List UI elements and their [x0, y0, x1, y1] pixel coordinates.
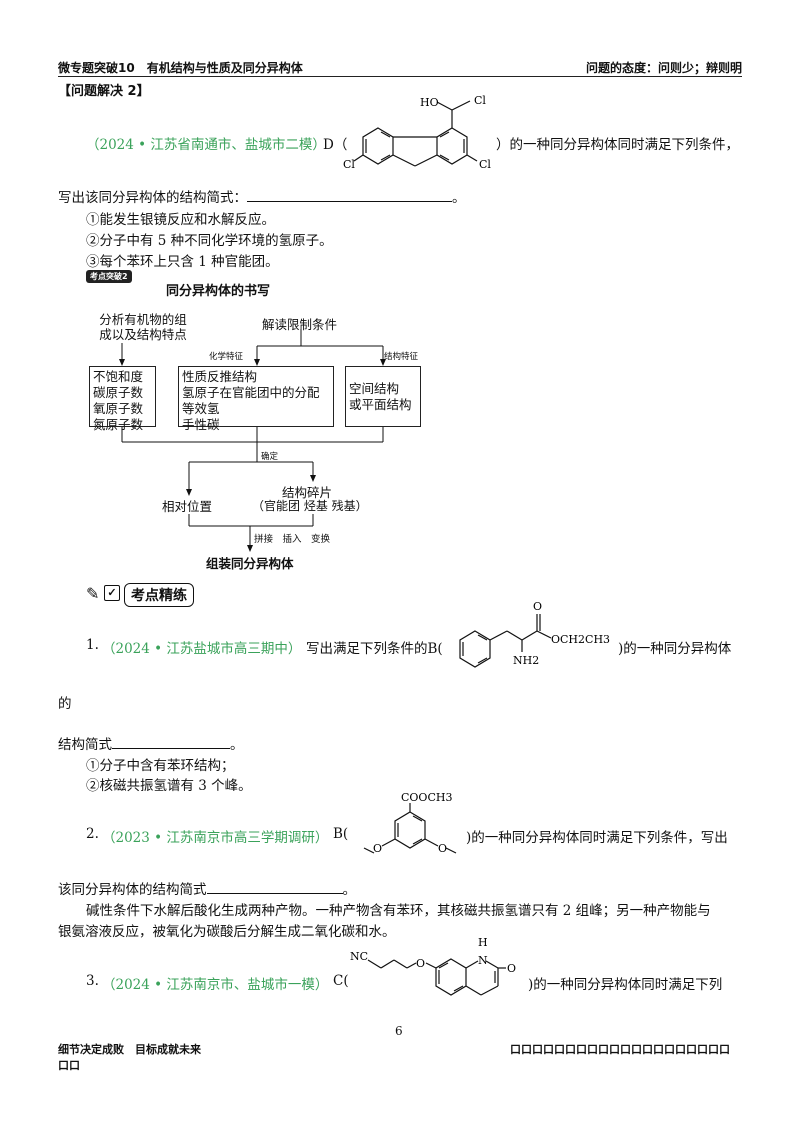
- q2-mol-top: COOCH3: [401, 791, 452, 804]
- q2-source: （2023 • 江苏南京市高三学期调研）: [102, 830, 329, 846]
- flow-fragments-detail: （官能团 烃基 残基）: [252, 499, 368, 513]
- footer-left-1: 细节决定成败 目标成就未来: [58, 1043, 201, 1056]
- q1-line2: 的: [58, 696, 72, 712]
- q1-tail: )的一种同分异构体: [618, 641, 732, 657]
- q3-mol-n: N: [478, 954, 488, 967]
- q2-mol-o-right: O: [438, 842, 447, 855]
- flow-box-left: 不饱和度碳原子数 氧原子数氮原子数: [89, 366, 156, 432]
- q2-tail: )的一种同分异构体同时满足下列条件，写出: [466, 830, 728, 846]
- q2-prompt: 该同分异构体的结构简式。: [58, 881, 356, 898]
- q3-tail: )的一种同分异构体同时满足下列: [528, 977, 723, 993]
- mol-d-cl-left: Cl: [343, 158, 355, 171]
- source-tag: （2024 • 江苏省南通市、盐城市二模）: [86, 137, 326, 153]
- q3-mol-o2: O: [507, 962, 516, 975]
- q1-molecule-structure: O OCH2CH3 NH2: [459, 600, 610, 668]
- molecule-d-structure: HO Cl Cl Cl: [343, 94, 491, 171]
- flow-read-conditions: 解读限制条件: [262, 317, 338, 332]
- q3-number: 3.: [86, 973, 99, 989]
- header-rule: [58, 76, 742, 77]
- q1-mol-o: O: [533, 600, 542, 613]
- q2-molecule-structure: COOCH3 O O: [363, 791, 457, 855]
- q3-molecule-structure: NC O H N O: [350, 936, 516, 996]
- q3-mol-o: O: [416, 957, 425, 970]
- flowchart-lines: [119, 329, 386, 552]
- flow-result: 组装同分异构体: [206, 556, 294, 571]
- q1-mol-nh2: NH2: [513, 654, 539, 667]
- flow-label-struct: 结构特征: [384, 352, 419, 362]
- flow-box-mid: 性质反推结构氢原子在官能团中的分配 等效氢手性碳: [178, 366, 334, 432]
- header-left: 微专题突破10 有机结构与性质及同分异构体: [58, 61, 303, 75]
- condition-1: ①能发生银镜反应和水解反应。: [86, 212, 275, 228]
- q3-mol-nc: NC: [350, 950, 368, 963]
- section-title: 【问题解决 2】: [58, 84, 150, 99]
- checkbox-icon: ✓: [104, 585, 120, 601]
- compound-letter: D（: [323, 137, 348, 153]
- q2-number: 2.: [86, 826, 99, 842]
- q1-mol-ester: OCH2CH3: [551, 633, 610, 646]
- pen-icon: ✎: [86, 584, 100, 603]
- page-number: 6: [395, 1024, 403, 1038]
- q3-mol-h: H: [478, 936, 488, 949]
- q1-number: 1.: [86, 637, 99, 653]
- practice-title: 考点精练: [124, 583, 194, 607]
- flow-ops: 拼接 插入 变换: [254, 534, 331, 545]
- q1-answer-blank[interactable]: [112, 736, 230, 749]
- q2-answer-blank[interactable]: [206, 881, 343, 894]
- kaodian-title: 同分异构体的书写: [166, 284, 271, 299]
- q1-source: （2024 • 江苏盐城市高三期中）: [102, 641, 302, 657]
- mol-d-cl-side: Cl: [474, 94, 486, 107]
- q2-para-1: 碱性条件下水解后酸化生成两种产物。一种产物含有苯环，其核磁共振氢谱只有 2 组峰…: [86, 903, 711, 919]
- condition-2: ②分子中有 5 种不同化学环境的氢原子。: [86, 233, 333, 249]
- flow-label-chem: 化学特征: [209, 352, 244, 362]
- flow-determine: 确定: [261, 452, 279, 462]
- q2-para-2: 银氨溶液反应，被氧化为碳酸后分解生成二氧化碳和水。: [58, 924, 396, 940]
- flow-box-right: 空间结构或平面结构: [345, 366, 421, 427]
- answer-blank[interactable]: [247, 189, 452, 202]
- flow-fragments: 结构碎片: [282, 485, 333, 500]
- q1-lead: 写出满足下列条件的B(: [306, 641, 443, 657]
- flow-relative-pos: 相对位置: [162, 499, 213, 514]
- problem-prompt: 写出该同分异构体的结构简式：。: [58, 189, 466, 206]
- footer-right: 口口口口口口口口口口口口口口口口口口口口: [510, 1043, 730, 1056]
- condition-3: ③每个苯环上只含 1 种官能团。: [86, 254, 279, 270]
- mol-d-cl-right: Cl: [479, 158, 491, 171]
- q1-condition-1: ①分子中含有苯环结构；: [86, 758, 235, 774]
- mol-d-ho: HO: [420, 96, 439, 109]
- problem-tail: ）的一种同分异构体同时满足下列条件，: [496, 137, 739, 153]
- kaodian-badge: 考点突破2: [86, 270, 132, 283]
- q3-source: （2024 • 江苏南京市、盐城市一模）: [102, 977, 329, 993]
- q1-condition-2: ②核磁共振氢谱有 3 个峰。: [86, 778, 252, 794]
- q3-letter: C(: [333, 973, 349, 989]
- flow-analyze: 分析有机物的组成以及结构特点: [99, 312, 187, 342]
- q1-prompt: 结构简式。: [58, 736, 244, 753]
- q2-letter: B(: [333, 826, 349, 842]
- header-right: 问题的态度：问则少；辩则明: [585, 61, 742, 75]
- q2-mol-o-left: O: [373, 842, 382, 855]
- footer-left-2: 口口: [58, 1059, 80, 1072]
